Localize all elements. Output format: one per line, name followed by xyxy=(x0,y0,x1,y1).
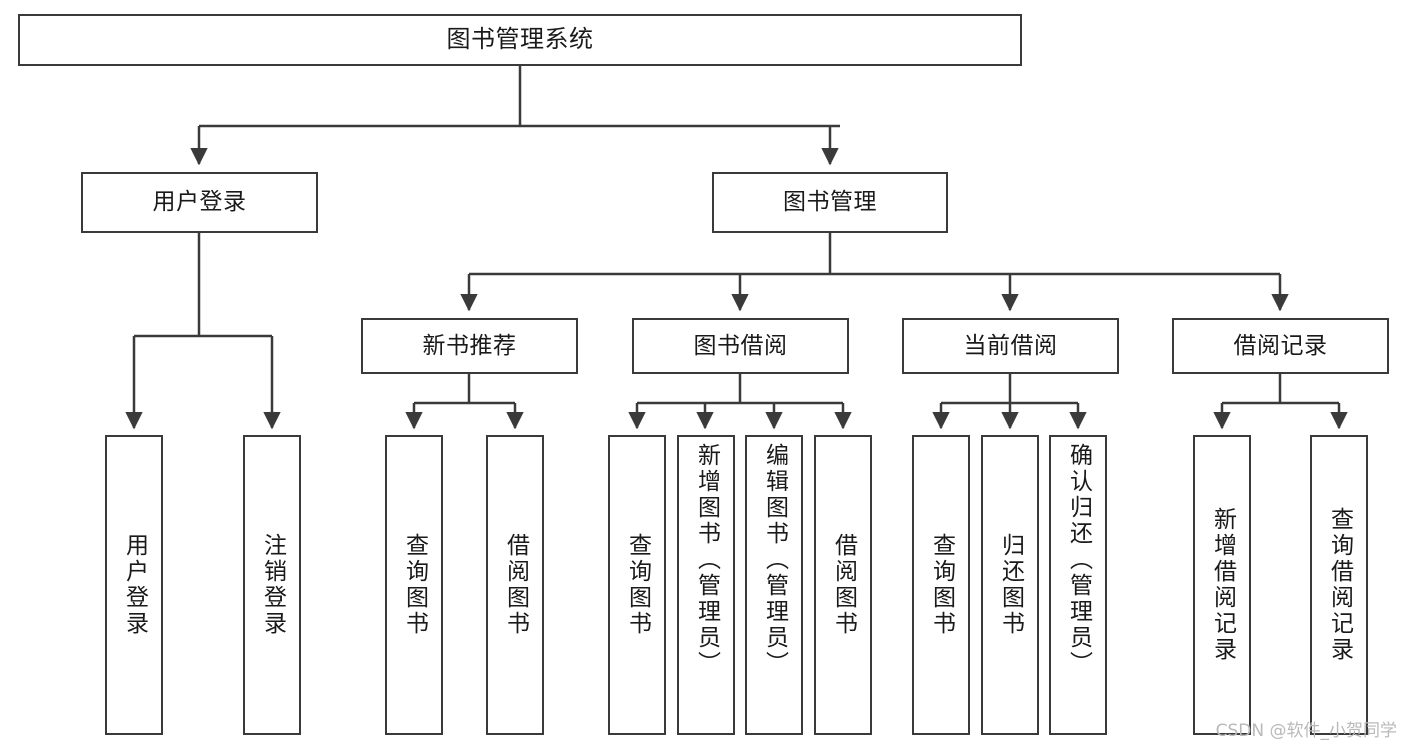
leaf-add-book-admin[interactable]: 新增图书（管理员） xyxy=(677,435,735,735)
leaf-return-book[interactable]: 归还图书 xyxy=(981,435,1039,735)
node-current-borrow[interactable]: 当前借阅 xyxy=(902,318,1119,374)
node-new-book-recommend[interactable]: 新书推荐 xyxy=(361,318,578,374)
node-label: 查询图书 xyxy=(401,533,428,637)
leaf-query-book-current[interactable]: 查询图书 xyxy=(912,435,970,735)
node-borrow-record[interactable]: 借阅记录 xyxy=(1172,318,1389,374)
leaf-query-book-recommend[interactable]: 查询图书 xyxy=(385,435,443,735)
node-label: 图书管理 xyxy=(783,189,877,216)
node-label: 借阅记录 xyxy=(1233,332,1328,359)
node-label: 当前借阅 xyxy=(963,332,1058,359)
node-label: 归还图书 xyxy=(997,533,1024,637)
node-label: 用户登录 xyxy=(121,533,148,637)
node-book-borrow[interactable]: 图书借阅 xyxy=(632,318,849,374)
node-label: 查询借阅记录 xyxy=(1326,507,1353,663)
node-label: 图书管理系统 xyxy=(446,25,594,54)
leaf-edit-book-admin[interactable]: 编辑图书（管理员） xyxy=(745,435,803,735)
leaf-borrow-book[interactable]: 借阅图书 xyxy=(814,435,872,735)
node-label: 借阅图书 xyxy=(830,533,857,637)
leaf-query-book-borrow[interactable]: 查询图书 xyxy=(608,435,666,735)
leaf-logout[interactable]: 注销登录 xyxy=(243,435,301,735)
leaf-query-borrow-record[interactable]: 查询借阅记录 xyxy=(1310,435,1368,735)
watermark: CSDN @软件_小贺同学 xyxy=(1215,721,1397,741)
leaf-borrow-book-recommend[interactable]: 借阅图书 xyxy=(486,435,544,735)
node-label: 查询图书 xyxy=(928,533,955,637)
node-label: 新增借阅记录 xyxy=(1209,507,1236,663)
node-label: 图书借阅 xyxy=(693,332,788,359)
node-label: 注销登录 xyxy=(259,533,286,637)
leaf-user-login[interactable]: 用户登录 xyxy=(105,435,163,735)
node-root-book-management-system[interactable]: 图书管理系统 xyxy=(18,14,1022,66)
node-label: 新书推荐 xyxy=(422,332,517,359)
node-user-login[interactable]: 用户登录 xyxy=(81,172,318,233)
node-label: 查询图书 xyxy=(624,533,651,637)
node-label: 新增图书（管理员） xyxy=(693,443,720,677)
node-label: 编辑图书（管理员） xyxy=(761,443,788,677)
node-label: 用户登录 xyxy=(152,189,247,216)
node-label: 借阅图书 xyxy=(502,533,529,637)
node-label: 确认归还（管理员） xyxy=(1065,443,1092,677)
leaf-add-borrow-record[interactable]: 新增借阅记录 xyxy=(1193,435,1251,735)
leaf-confirm-return-admin[interactable]: 确认归还（管理员） xyxy=(1049,435,1107,735)
node-book-management[interactable]: 图书管理 xyxy=(712,172,948,233)
